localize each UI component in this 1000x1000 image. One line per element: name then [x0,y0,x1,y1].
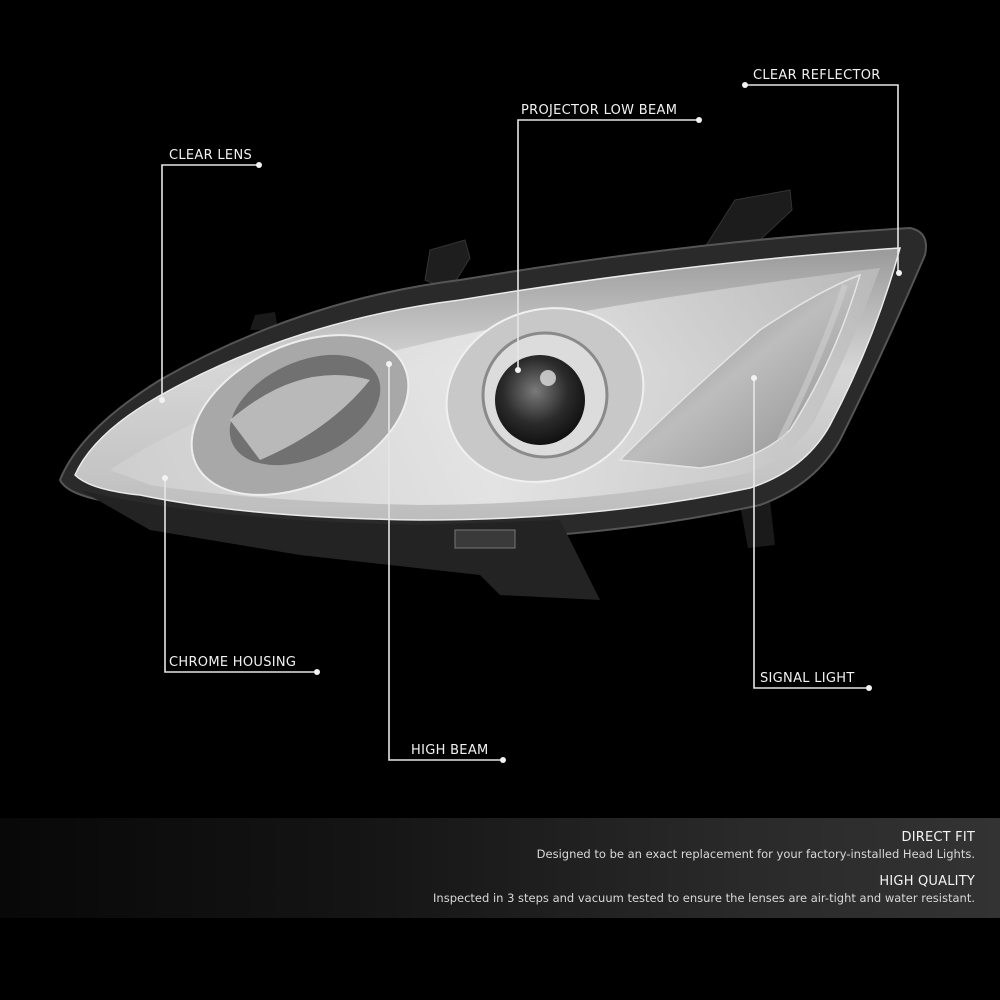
projector-assembly [445,307,645,483]
callout-clear-lens: CLEAR LENS [169,148,253,163]
high-beam-reflector [190,334,410,496]
housing-target-dot-icon [162,475,168,481]
chrome-housing-leader-line [164,478,317,673]
projector-target-dot-icon [515,367,521,373]
clear-lens-dot-icon [256,162,262,168]
feature-title: DIRECT FIT [901,830,975,845]
feature-title: HIGH QUALITY [879,874,975,889]
projector-low-beam-leader-line [517,119,699,370]
signal-light-lens [618,273,862,469]
callout-projector-low-beam: PROJECTOR LOW BEAM [521,103,678,118]
high-beam-leader-line [388,364,503,761]
clear-reflector-leader-line [745,84,899,273]
callout-chrome-housing: CHROME HOUSING [169,655,297,670]
high-beam-target-dot-icon [386,361,392,367]
feature-description: Inspected in 3 steps and vacuum tested t… [433,891,975,905]
callout-clear-reflector: CLEAR REFLECTOR [753,68,881,83]
housing-dot-icon [314,669,320,675]
feature-direct-fit: DIRECT FIT Designed to be an exact repla… [537,830,975,861]
callout-high-beam: HIGH BEAM [411,743,489,758]
projector-dot-icon [696,117,702,123]
signal-light-leader-line [753,378,869,689]
housing-base [80,490,600,600]
feature-band: DIRECT FIT Designed to be an exact repla… [0,818,1000,918]
clear-lens-target-dot-icon [159,397,165,403]
reflector-dot-icon [742,82,748,88]
reflector-target-dot-icon [896,270,902,276]
feature-description: Designed to be an exact replacement for … [536,847,975,861]
side-marker [454,529,516,549]
callout-signal-light: SIGNAL LIGHT [760,671,855,686]
signal-target-dot-icon [751,375,757,381]
feature-high-quality: HIGH QUALITY Inspected in 3 steps and va… [433,874,975,905]
clear-lens-leader-line [161,164,259,400]
signal-dot-icon [866,685,872,691]
high-beam-dot-icon [500,757,506,763]
